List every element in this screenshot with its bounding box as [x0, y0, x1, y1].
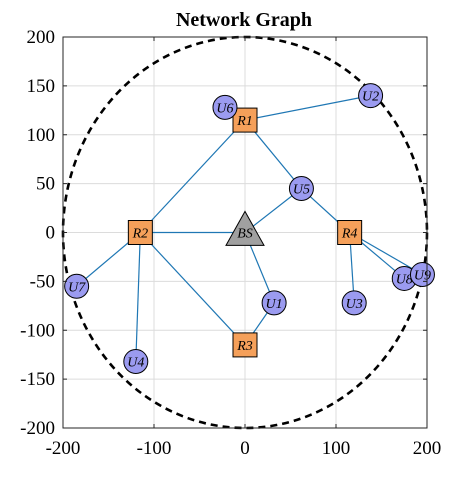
- y-tick-label: -50: [30, 271, 55, 292]
- edge-r2-u4: [135, 232, 141, 362]
- node-label: U5: [293, 183, 310, 198]
- user-circle: [288, 176, 314, 202]
- edge-r1-r2: [139, 119, 246, 233]
- node-bs: BS: [225, 210, 265, 246]
- user-circle: [123, 349, 149, 375]
- node-label: U2: [362, 90, 379, 105]
- node-label: U7: [68, 280, 86, 295]
- y-tick-label: -100: [20, 320, 55, 341]
- node-label: U1: [266, 297, 283, 312]
- node-u1: U1: [261, 290, 287, 316]
- relay-square: [337, 220, 363, 245]
- y-tick-label: 200: [27, 27, 56, 48]
- node-label: U8: [396, 272, 413, 287]
- node-u6: U6: [212, 94, 238, 120]
- user-circle: [409, 262, 435, 288]
- node-u2: U2: [358, 83, 384, 109]
- relay-square: [232, 107, 258, 133]
- chart-title: Network Graph: [176, 9, 312, 31]
- node-u7: U7: [64, 273, 90, 299]
- node-r2: R2: [127, 220, 153, 245]
- node-u4: U4: [123, 349, 149, 375]
- axes-frame: [62, 36, 428, 429]
- node-label: U4: [127, 356, 144, 371]
- node-r3: R3: [232, 332, 258, 358]
- y-tick-label: 150: [27, 76, 56, 97]
- y-tick-label: -200: [20, 418, 55, 439]
- edge-r1-u2: [244, 95, 371, 121]
- relay-square: [127, 220, 153, 245]
- node-label: U9: [414, 269, 431, 284]
- x-tick-label: 200: [413, 438, 442, 459]
- node-label: R1: [236, 114, 253, 129]
- tick-labels: -200 -100 0 100 200 -200 -150 -100 -50 0 50 100 150 2…: [20, 27, 441, 459]
- user-circle: [341, 290, 367, 316]
- x-tick-label: 100: [322, 438, 351, 459]
- node-u5: U5: [288, 176, 314, 202]
- node-r1: R1: [232, 107, 258, 133]
- y-tick-label: -150: [20, 369, 55, 390]
- user-circle: [212, 94, 238, 120]
- node-r4: R4: [337, 220, 363, 245]
- node-label: R4: [341, 227, 358, 242]
- edge-r2-r3: [139, 232, 246, 346]
- y-tick-label: 0: [46, 223, 56, 244]
- node-label: U6: [216, 101, 233, 116]
- user-circle: [261, 290, 287, 316]
- node-u9: U9: [409, 262, 435, 288]
- node-label: R2: [132, 227, 149, 242]
- user-circle: [64, 273, 90, 299]
- y-tick-label: 50: [36, 174, 55, 195]
- x-tick-label: -200: [46, 438, 81, 459]
- x-tick-label: -100: [137, 438, 172, 459]
- node-label: BS: [237, 227, 253, 242]
- node-label: U3: [346, 297, 363, 312]
- node-u3: U3: [341, 290, 367, 316]
- base-station-triangle: [225, 210, 265, 246]
- x-tick-label: 0: [240, 438, 250, 459]
- node-label: R3: [236, 339, 253, 354]
- user-circle: [358, 83, 384, 109]
- relay-square: [232, 332, 258, 358]
- y-tick-label: 100: [27, 125, 56, 146]
